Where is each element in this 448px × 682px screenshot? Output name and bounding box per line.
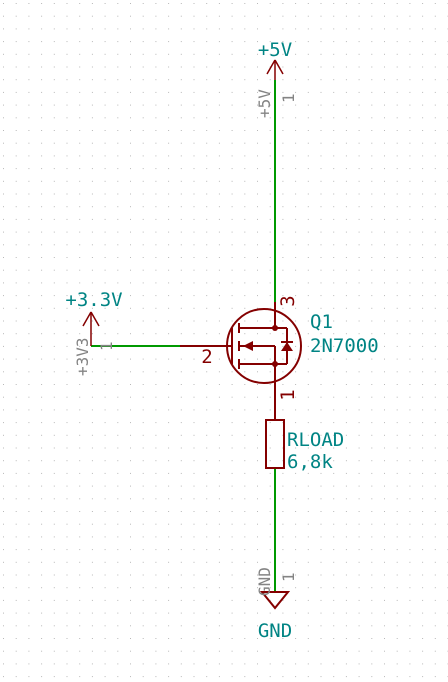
q1-drain-pin-number: 3 [277, 295, 299, 306]
ground-triangle [259, 591, 291, 610]
body-diode [281, 342, 293, 351]
ground-pin-net: GND [255, 567, 274, 596]
q1-source-pin-number: 1 [277, 389, 299, 400]
grid-dots [3, 3, 448, 678]
wires [91, 80, 276, 592]
supply-5v-symbol[interactable]: +5V +5V 1 [255, 39, 298, 118]
ground-symbol[interactable]: GND GND 1 [255, 567, 298, 642]
q1-value: 2N7000 [310, 335, 379, 357]
q1-reference: Q1 [310, 311, 333, 333]
rload-value: 6,8k [287, 451, 333, 473]
supply-3v3-pin-net: +3V3 [73, 337, 92, 376]
mosfet-arrow [243, 341, 253, 351]
rload-reference: RLOAD [287, 429, 344, 451]
supply-3v3-pin-number: 1 [97, 341, 116, 351]
ground-label: GND [258, 620, 292, 642]
supply-3v3-label: +3.3V [65, 289, 122, 311]
q1-gate-pin-number: 2 [201, 346, 212, 368]
transistor-q1[interactable]: 2 3 1 Q1 2N7000 [180, 295, 379, 401]
resistor-rload[interactable]: RLOAD 6,8k [265, 390, 344, 473]
ground-pin-number: 1 [279, 572, 298, 582]
junction-dot [272, 361, 278, 367]
supply-5v-label: +5V [258, 39, 292, 61]
supply-5v-pin-number: 1 [279, 93, 298, 103]
supply-5v-pin-net: +5V [255, 89, 274, 118]
junction-dot [272, 325, 278, 331]
supply-3v3-symbol[interactable]: +3.3V +3V3 1 [65, 289, 122, 376]
